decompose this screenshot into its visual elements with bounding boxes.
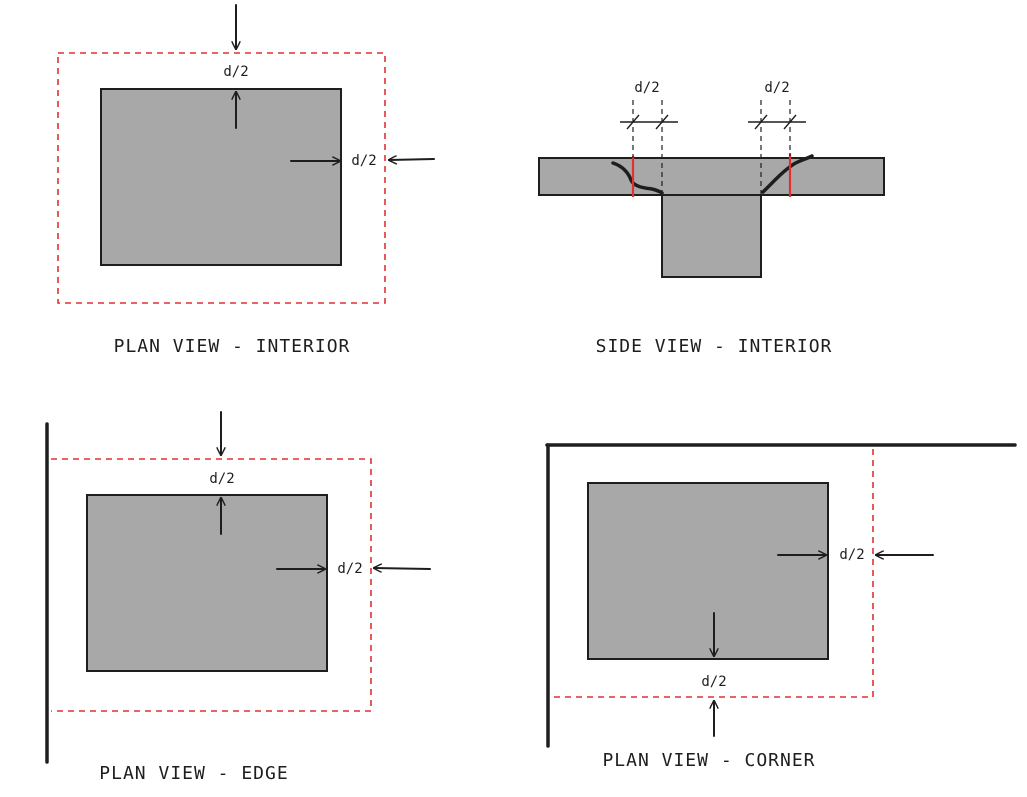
- dimension-tick: [626, 114, 640, 130]
- dim-label-top: d/2: [223, 64, 248, 80]
- column-section: [86, 494, 328, 672]
- arrow-right-outer: [388, 159, 435, 160]
- slab-section: [538, 157, 885, 196]
- caption: PLAN VIEW - CORNER: [602, 750, 815, 771]
- critical-perimeter: [552, 449, 874, 698]
- dim-label-right: d/2: [337, 561, 362, 577]
- caption: PLAN VIEW - INTERIOR: [114, 336, 351, 357]
- critical-perimeter: [57, 52, 386, 304]
- dim-label-right: d/2: [839, 547, 864, 563]
- dim-label-left: d/2: [634, 80, 659, 96]
- panel-plan-edge: d/2 d/2 PLAN VIEW - EDGE: [45, 411, 431, 784]
- dimension-tick: [655, 114, 669, 130]
- dim-label-top: d/2: [209, 471, 234, 487]
- caption: PLAN VIEW - EDGE: [99, 763, 288, 784]
- critical-perimeter: [51, 458, 372, 712]
- dimension-tick: [754, 114, 768, 130]
- column-section: [661, 194, 762, 278]
- arrow-right-outer: [373, 568, 431, 569]
- dim-label-right: d/2: [764, 80, 789, 96]
- dimension-tick: [783, 114, 797, 130]
- dim-label-right: d/2: [351, 153, 376, 169]
- panel-plan-interior: d/2 d/2 PLAN VIEW - INTERIOR: [57, 4, 435, 357]
- panel-side-interior: d/2 d/2 SIDE VIEW - INTERIOR: [538, 80, 885, 357]
- crack-left: [611, 161, 664, 195]
- caption: SIDE VIEW - INTERIOR: [596, 336, 833, 357]
- crack-right: [761, 154, 814, 194]
- column-section: [100, 88, 342, 266]
- panel-plan-corner: d/2 d/2 PLAN VIEW - CORNER: [545, 443, 1017, 771]
- dim-label-bottom: d/2: [701, 674, 726, 690]
- column-section: [587, 482, 829, 660]
